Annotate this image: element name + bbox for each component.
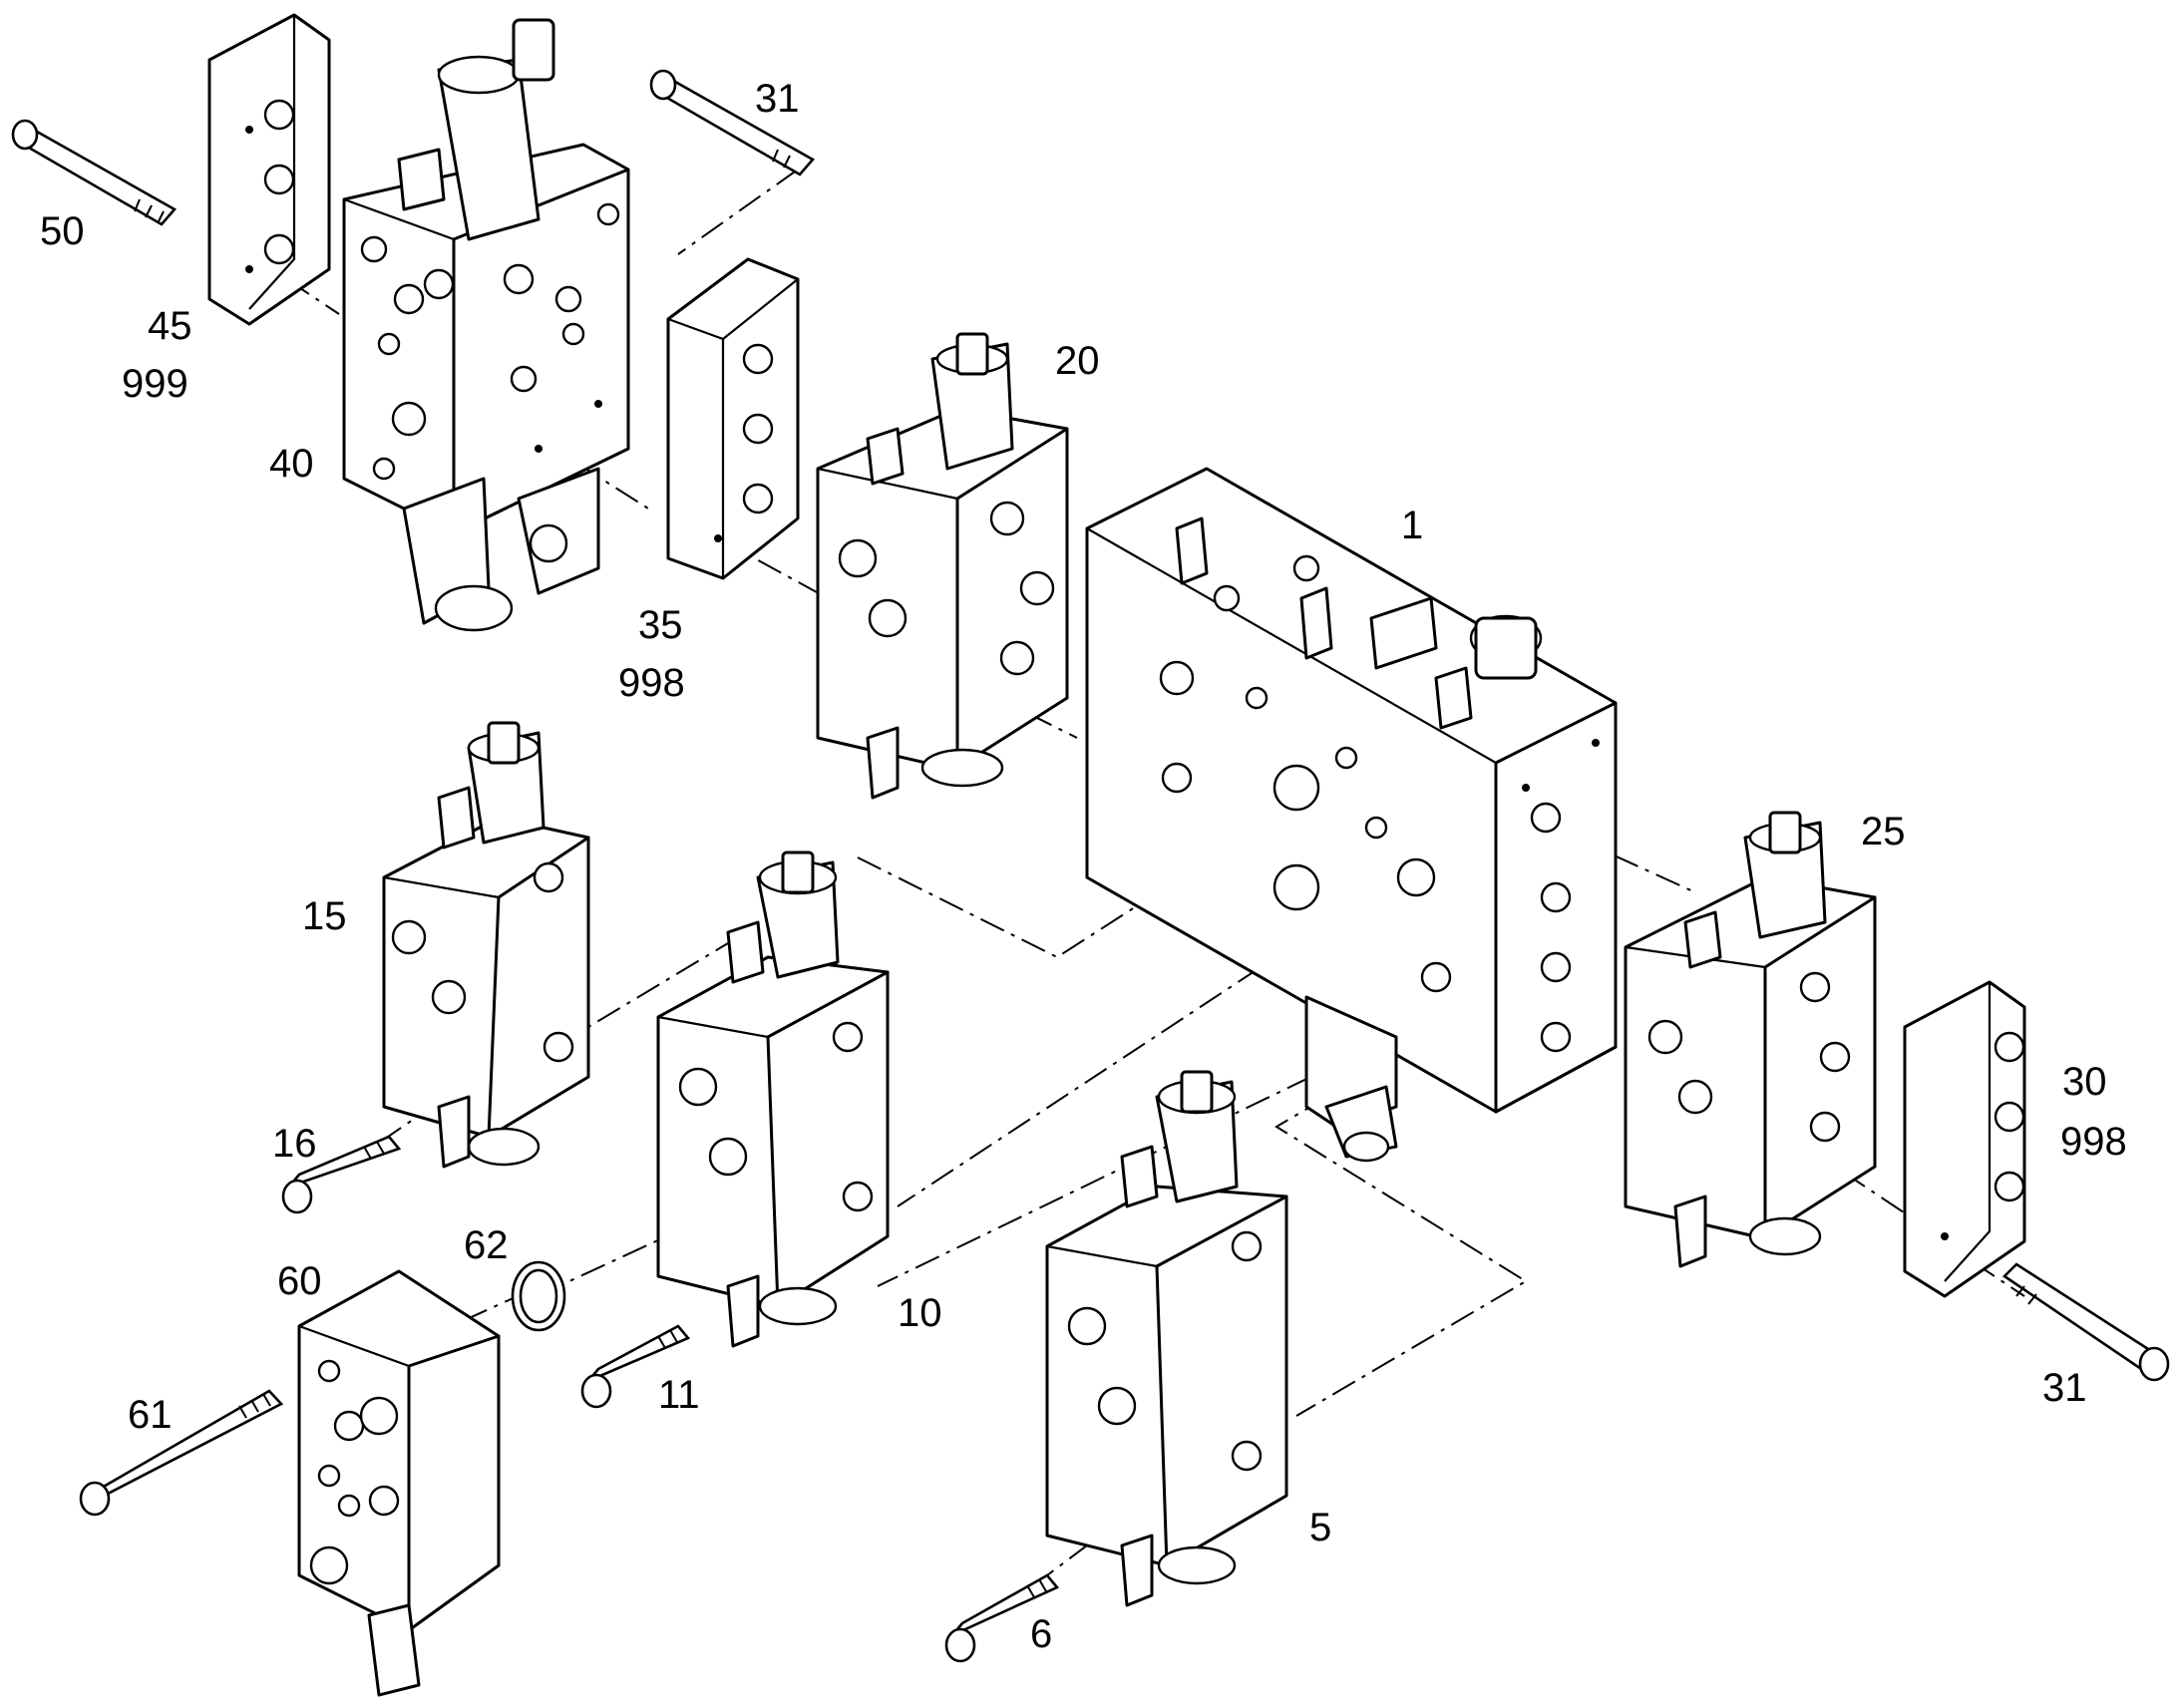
part-40-valve-block — [342, 18, 630, 632]
part-25-section-valve — [1624, 811, 1877, 1268]
part-62-o-ring — [511, 1260, 566, 1332]
callout-30: 30 — [2062, 1060, 2107, 1104]
callout-60: 60 — [277, 1259, 322, 1303]
callout-6: 6 — [1030, 1612, 1052, 1656]
callout-50: 50 — [40, 209, 85, 253]
part-50-bolt — [11, 119, 178, 226]
part-31-bolt-top — [649, 69, 816, 176]
callout-31-bottom: 31 — [2042, 1366, 2087, 1410]
part-31-bolt-bottom — [2001, 1262, 2170, 1382]
part-15-section-valve — [382, 721, 590, 1169]
part-16-bolt — [281, 1135, 402, 1214]
callout-31-top: 31 — [755, 77, 800, 121]
part-11-bolt — [580, 1324, 691, 1409]
part-20-section-valve — [816, 332, 1069, 800]
callout-25: 25 — [1861, 810, 1906, 854]
callout-40: 40 — [269, 442, 314, 486]
callout-20: 20 — [1055, 339, 1100, 383]
callout-45-999: 999 — [122, 362, 188, 406]
part-61-bolt — [79, 1389, 284, 1517]
callout-15: 15 — [302, 894, 347, 938]
part-5-section-valve — [1045, 1070, 1288, 1607]
callout-labels: 1 5 6 10 11 15 16 20 25 30 998 31 31 35 … — [40, 77, 2127, 1656]
part-30-cover-plate — [1903, 980, 2026, 1298]
callout-30-998: 998 — [2060, 1120, 2127, 1164]
part-45-cover-plate — [207, 13, 331, 326]
callout-5: 5 — [1309, 1506, 1331, 1549]
part-6-bolt — [944, 1573, 1060, 1663]
part-60-end-block — [297, 1269, 501, 1697]
callout-10: 10 — [898, 1291, 942, 1335]
callout-1: 1 — [1401, 504, 1423, 547]
callout-45: 45 — [148, 304, 192, 348]
callout-35: 35 — [638, 603, 683, 647]
part-10-section-valve — [656, 851, 890, 1348]
part-1-main-body — [1085, 467, 1618, 1163]
callout-35-998: 998 — [618, 661, 685, 705]
callout-62: 62 — [464, 1223, 509, 1267]
callout-16: 16 — [272, 1122, 317, 1166]
part-35-plate — [666, 257, 800, 580]
callout-61: 61 — [128, 1393, 173, 1437]
callout-11: 11 — [658, 1373, 700, 1417]
